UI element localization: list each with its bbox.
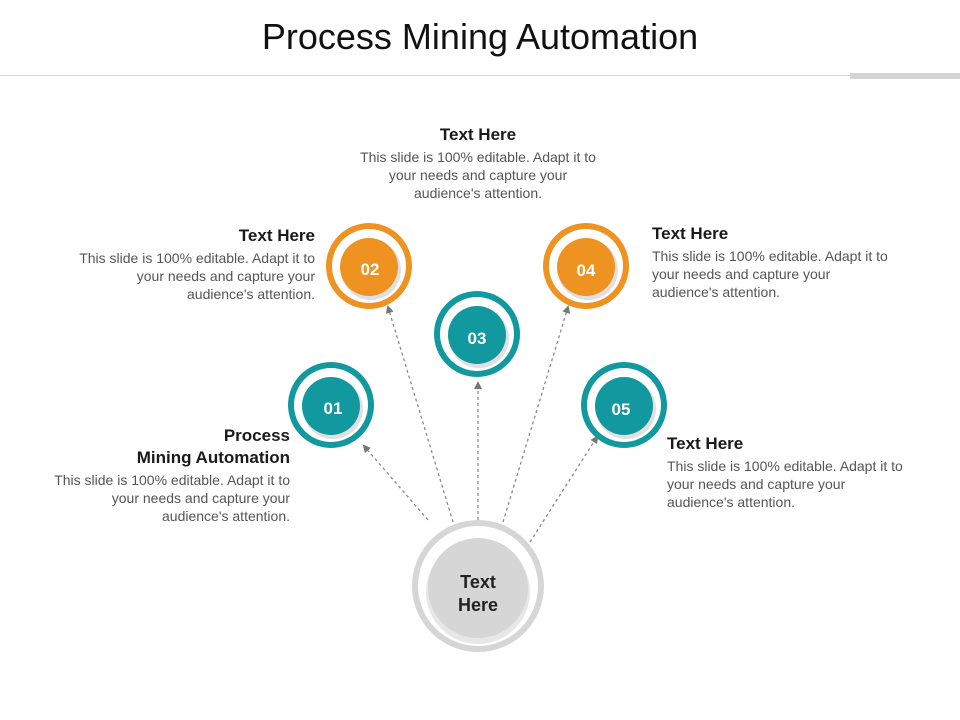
page-title: Process Mining Automation	[261, 16, 699, 57]
step-node-01-label: 01	[324, 399, 343, 418]
center-node-label-line1: Text	[460, 572, 496, 592]
text-block-top-body: This slide is 100% editable. Adapt it to…	[360, 149, 596, 201]
text-block-top: Text Here This slide is 100% editable. A…	[358, 124, 598, 202]
connector-arrow-02	[385, 305, 454, 523]
text-block-lower-right-body: This slide is 100% editable. Adapt it to…	[667, 458, 903, 510]
title-accent-bar	[850, 73, 960, 79]
step-node-05-label: 05	[612, 400, 631, 419]
text-block-lower-left-body: This slide is 100% editable. Adapt it to…	[54, 472, 290, 524]
step-node-01: 01	[288, 362, 374, 448]
step-node-05: 05	[581, 362, 667, 448]
step-node-04-label: 04	[577, 261, 596, 280]
center-node-label-line2: Here	[458, 595, 498, 615]
text-block-lower-left-heading-line2: Mining Automation	[136, 448, 290, 467]
text-block-upper-right-heading: Text Here	[652, 224, 729, 243]
connector-arrow-01	[362, 444, 429, 521]
text-block-upper-right: Text Here This slide is 100% editable. A…	[652, 223, 892, 301]
step-node-03-label: 03	[468, 329, 487, 348]
step-node-02: 02	[326, 223, 412, 309]
connector-arrow-04	[502, 305, 571, 523]
text-block-upper-left-heading: Text Here	[238, 226, 315, 245]
connector-arrow-05	[529, 435, 599, 543]
center-node: Text Here	[412, 520, 544, 652]
text-block-lower-right-heading: Text Here	[667, 434, 744, 453]
text-block-upper-left-body: This slide is 100% editable. Adapt it to…	[79, 250, 315, 302]
text-block-lower-left-heading-line1: Process	[223, 426, 290, 445]
text-block-upper-left: Text Here This slide is 100% editable. A…	[75, 225, 315, 303]
step-node-02-label: 02	[361, 260, 380, 279]
text-block-top-heading: Text Here	[439, 125, 517, 144]
step-node-04: 04	[543, 223, 629, 309]
title-divider	[0, 75, 960, 76]
step-node-03: 03	[434, 291, 520, 377]
text-block-upper-right-body: This slide is 100% editable. Adapt it to…	[652, 248, 888, 300]
text-block-lower-left: Process Mining Automation This slide is …	[50, 425, 290, 525]
text-block-lower-right: Text Here This slide is 100% editable. A…	[667, 433, 907, 511]
